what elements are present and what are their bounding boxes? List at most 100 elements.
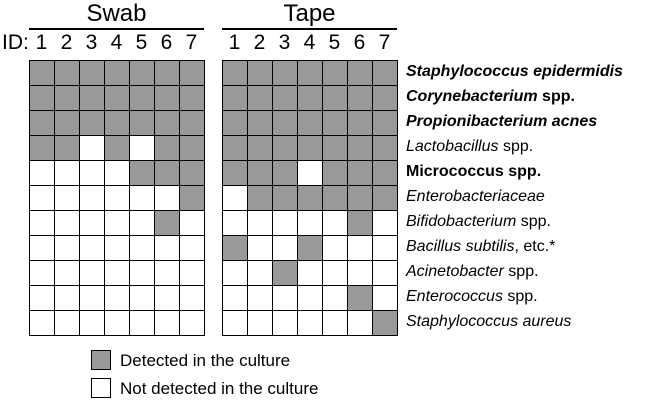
detected-cell [104, 60, 129, 85]
not-detected-cell [79, 160, 104, 185]
swab-column-id: 2 [60, 31, 73, 54]
tape-column-id: 6 [353, 31, 366, 54]
detected-cell [104, 110, 129, 135]
swab-title: Swab [86, 0, 147, 27]
detected-cell [372, 310, 397, 335]
not-detected-cell [247, 310, 272, 335]
detected-cell [347, 85, 372, 110]
detected-cell [272, 185, 297, 210]
not-detected-cell [247, 235, 272, 260]
detected-cell [372, 160, 397, 185]
not-detected-cell [247, 260, 272, 285]
detected-cell [247, 135, 272, 160]
detected-cell [104, 85, 129, 110]
not-detected-cell [104, 285, 129, 310]
not-detected-cell [129, 260, 154, 285]
swab-title-rule [29, 28, 204, 30]
detected-cell [179, 60, 204, 85]
not-detected-cell [29, 185, 54, 210]
not-detected-cell [79, 260, 104, 285]
not-detected-cell [29, 285, 54, 310]
species-label-part: Propionibacterium acnes [406, 113, 598, 130]
species-label-part: spp. [503, 163, 542, 180]
detected-cell [347, 285, 372, 310]
detected-cell [154, 210, 179, 235]
not-detected-cell [347, 260, 372, 285]
not-detected-cell [79, 210, 104, 235]
detected-cell [347, 210, 372, 235]
detected-cell [129, 110, 154, 135]
detected-cell [29, 135, 54, 160]
swab-column-id: 1 [35, 31, 48, 54]
detected-cell [154, 110, 179, 135]
species-label-part: Staphylococcus epidermidis [406, 63, 623, 80]
not-detected-cell [297, 160, 322, 185]
not-detected-cell [154, 185, 179, 210]
species-label: Bifidobacterium spp. [406, 214, 551, 230]
not-detected-cell [129, 310, 154, 335]
not-detected-cell [179, 310, 204, 335]
detected-cell [247, 60, 272, 85]
not-detected-cell [347, 310, 372, 335]
species-label-part: Bifidobacterium [406, 213, 517, 230]
detected-cell [54, 110, 79, 135]
species-label-part: Corynebacterium [406, 88, 538, 105]
detected-cell [322, 185, 347, 210]
not-detected-cell [322, 285, 347, 310]
detected-cell [29, 85, 54, 110]
not-detected-cell [372, 235, 397, 260]
not-detected-cell [79, 285, 104, 310]
detected-cell [154, 160, 179, 185]
detected-cell [347, 60, 372, 85]
not-detected-cell [129, 285, 154, 310]
species-label: Staphylococcus aureus [406, 314, 571, 330]
detected-cell [322, 160, 347, 185]
detected-cell [179, 160, 204, 185]
not-detected-cell [54, 260, 79, 285]
tape-title: Tape [283, 0, 336, 27]
detected-cell [347, 110, 372, 135]
not-detected-cell [272, 210, 297, 235]
id-label: ID: [2, 31, 29, 54]
detected-cell [297, 110, 322, 135]
not-detected-cell [347, 235, 372, 260]
detected-cell [372, 85, 397, 110]
not-detected-cell [272, 310, 297, 335]
not-detected-cell [129, 185, 154, 210]
species-label-part: spp. [498, 138, 534, 155]
not-detected-cell [322, 310, 347, 335]
detected-cell [272, 135, 297, 160]
not-detected-cell [179, 285, 204, 310]
not-detected-cell [247, 210, 272, 235]
not-detected-cell [297, 260, 322, 285]
not-detected-cell [104, 310, 129, 335]
detected-cell [179, 85, 204, 110]
detected-cell [54, 135, 79, 160]
not-detected-cell [179, 210, 204, 235]
not-detected-cell [222, 210, 247, 235]
not-detected-cell [104, 185, 129, 210]
not-detected-cell [222, 285, 247, 310]
detected-cell [272, 60, 297, 85]
detected-cell [322, 110, 347, 135]
species-label: Staphylococcus epidermidis [406, 64, 623, 80]
swab-column-id: 5 [135, 31, 148, 54]
not-detected-cell [29, 160, 54, 185]
not-detected-cell [79, 135, 104, 160]
not-detected-cell [29, 260, 54, 285]
not-detected-cell [372, 260, 397, 285]
species-label: Acinetobacter spp. [406, 264, 539, 280]
detected-cell [372, 185, 397, 210]
not-detected-cell [129, 235, 154, 260]
detected-cell [179, 185, 204, 210]
detected-cell [104, 135, 129, 160]
legend-detected-label: Detected in the culture [120, 351, 291, 370]
legend-not-detected-label: Not detected in the culture [120, 379, 319, 398]
swab-column-id: 3 [85, 31, 98, 54]
not-detected-cell [322, 210, 347, 235]
species-label-part: Enterococcus [406, 288, 503, 305]
not-detected-cell [272, 235, 297, 260]
species-label-part: Lactobacillus [406, 138, 499, 155]
not-detected-cell [247, 285, 272, 310]
detected-cell [247, 185, 272, 210]
